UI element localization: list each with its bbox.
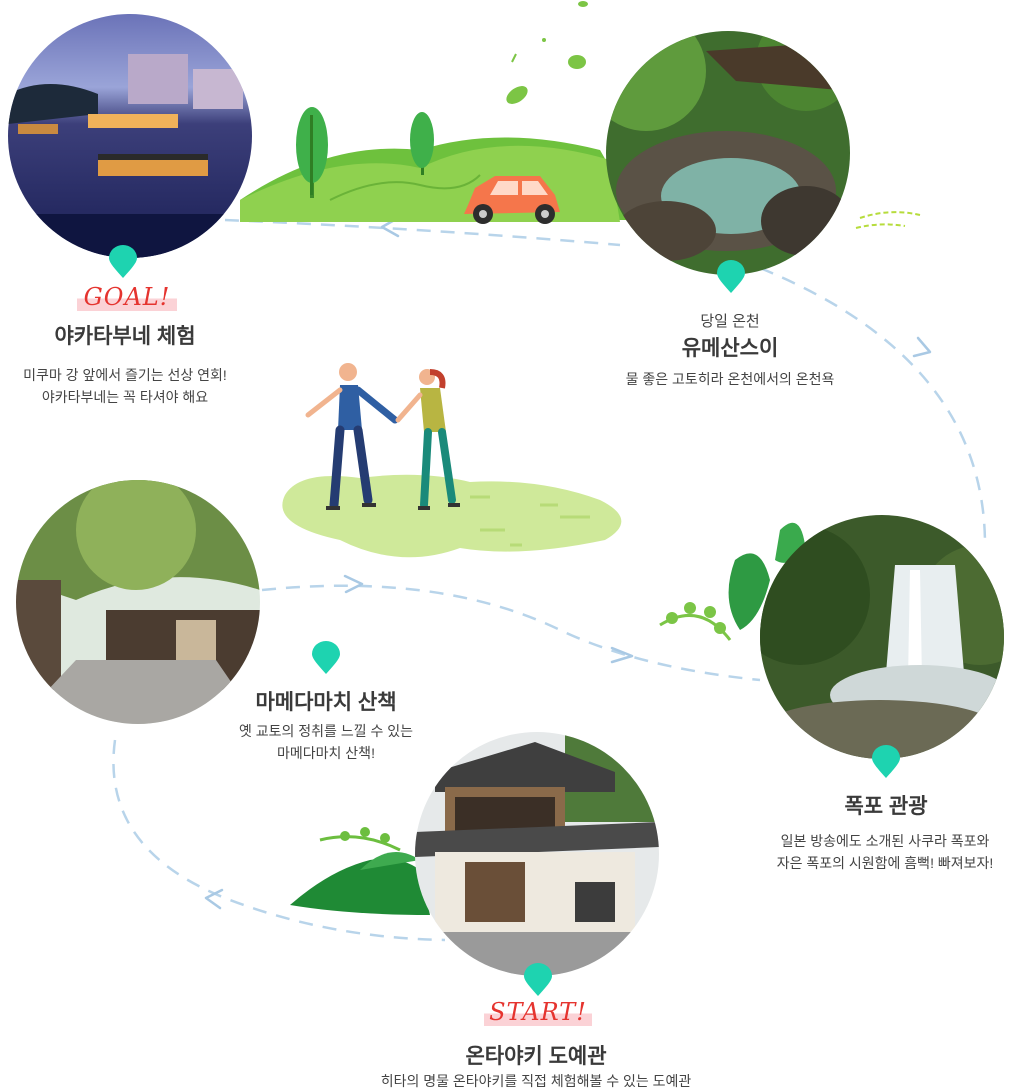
waterfall-desc-line1: 일본 방송에도 소개된 사쿠라 폭포와 bbox=[780, 833, 990, 849]
photo-yakatabune bbox=[8, 14, 252, 258]
goal-desc-line1: 미쿠마 강 앞에서 즐기는 선상 연회! bbox=[23, 367, 227, 383]
onsen-title: 유메산스이 bbox=[681, 337, 779, 360]
photo-mamedamachi bbox=[16, 480, 260, 724]
leaf-icon bbox=[506, 86, 528, 104]
woman-figure bbox=[395, 369, 460, 510]
location-pin-icon bbox=[524, 963, 552, 996]
photo-waterfall bbox=[760, 515, 1004, 759]
car-icon bbox=[464, 176, 560, 224]
location-pin-icon bbox=[717, 260, 745, 293]
location-pin-icon bbox=[872, 745, 900, 778]
tree-icon bbox=[410, 112, 434, 175]
leaf-icon bbox=[578, 1, 588, 7]
goal-badge: GOAL! bbox=[77, 283, 177, 311]
waterfall-title: 폭포 관광 bbox=[844, 795, 928, 818]
location-pin-icon bbox=[109, 245, 137, 278]
street-desc-line2: 마메다마치 산책! bbox=[277, 745, 375, 761]
leaf-icon bbox=[568, 55, 586, 69]
street-desc-line1: 옛 교토의 정취를 느낄 수 있는 bbox=[238, 723, 413, 739]
location-pin-icon bbox=[312, 641, 340, 674]
waterfall-desc-line2: 자은 폭포의 시원함에 흠뻑! 빠져보자! bbox=[776, 855, 994, 871]
onsen-desc: 물 좋은 고토히라 온천에서의 온천욕 bbox=[625, 371, 835, 387]
start-desc: 히타의 명물 온타야키를 직접 체험해볼 수 있는 도예관 bbox=[380, 1073, 692, 1089]
onsen-pretitle: 당일 온천 bbox=[700, 313, 760, 330]
street-title: 마메다마치 산책 bbox=[255, 691, 397, 714]
goal-desc-line2: 야카타부네는 꼭 타셔야 해요 bbox=[41, 389, 209, 405]
bush-icon bbox=[290, 827, 430, 915]
tree-icon bbox=[296, 107, 328, 198]
start-badge: START! bbox=[484, 998, 592, 1026]
start-title: 온타야키 도예관 bbox=[465, 1045, 607, 1068]
goal-title: 야카타부네 체험 bbox=[54, 325, 196, 348]
photo-ontayaki-museum bbox=[415, 732, 659, 976]
man-figure bbox=[305, 363, 399, 510]
photo-yumesansui bbox=[606, 31, 850, 275]
